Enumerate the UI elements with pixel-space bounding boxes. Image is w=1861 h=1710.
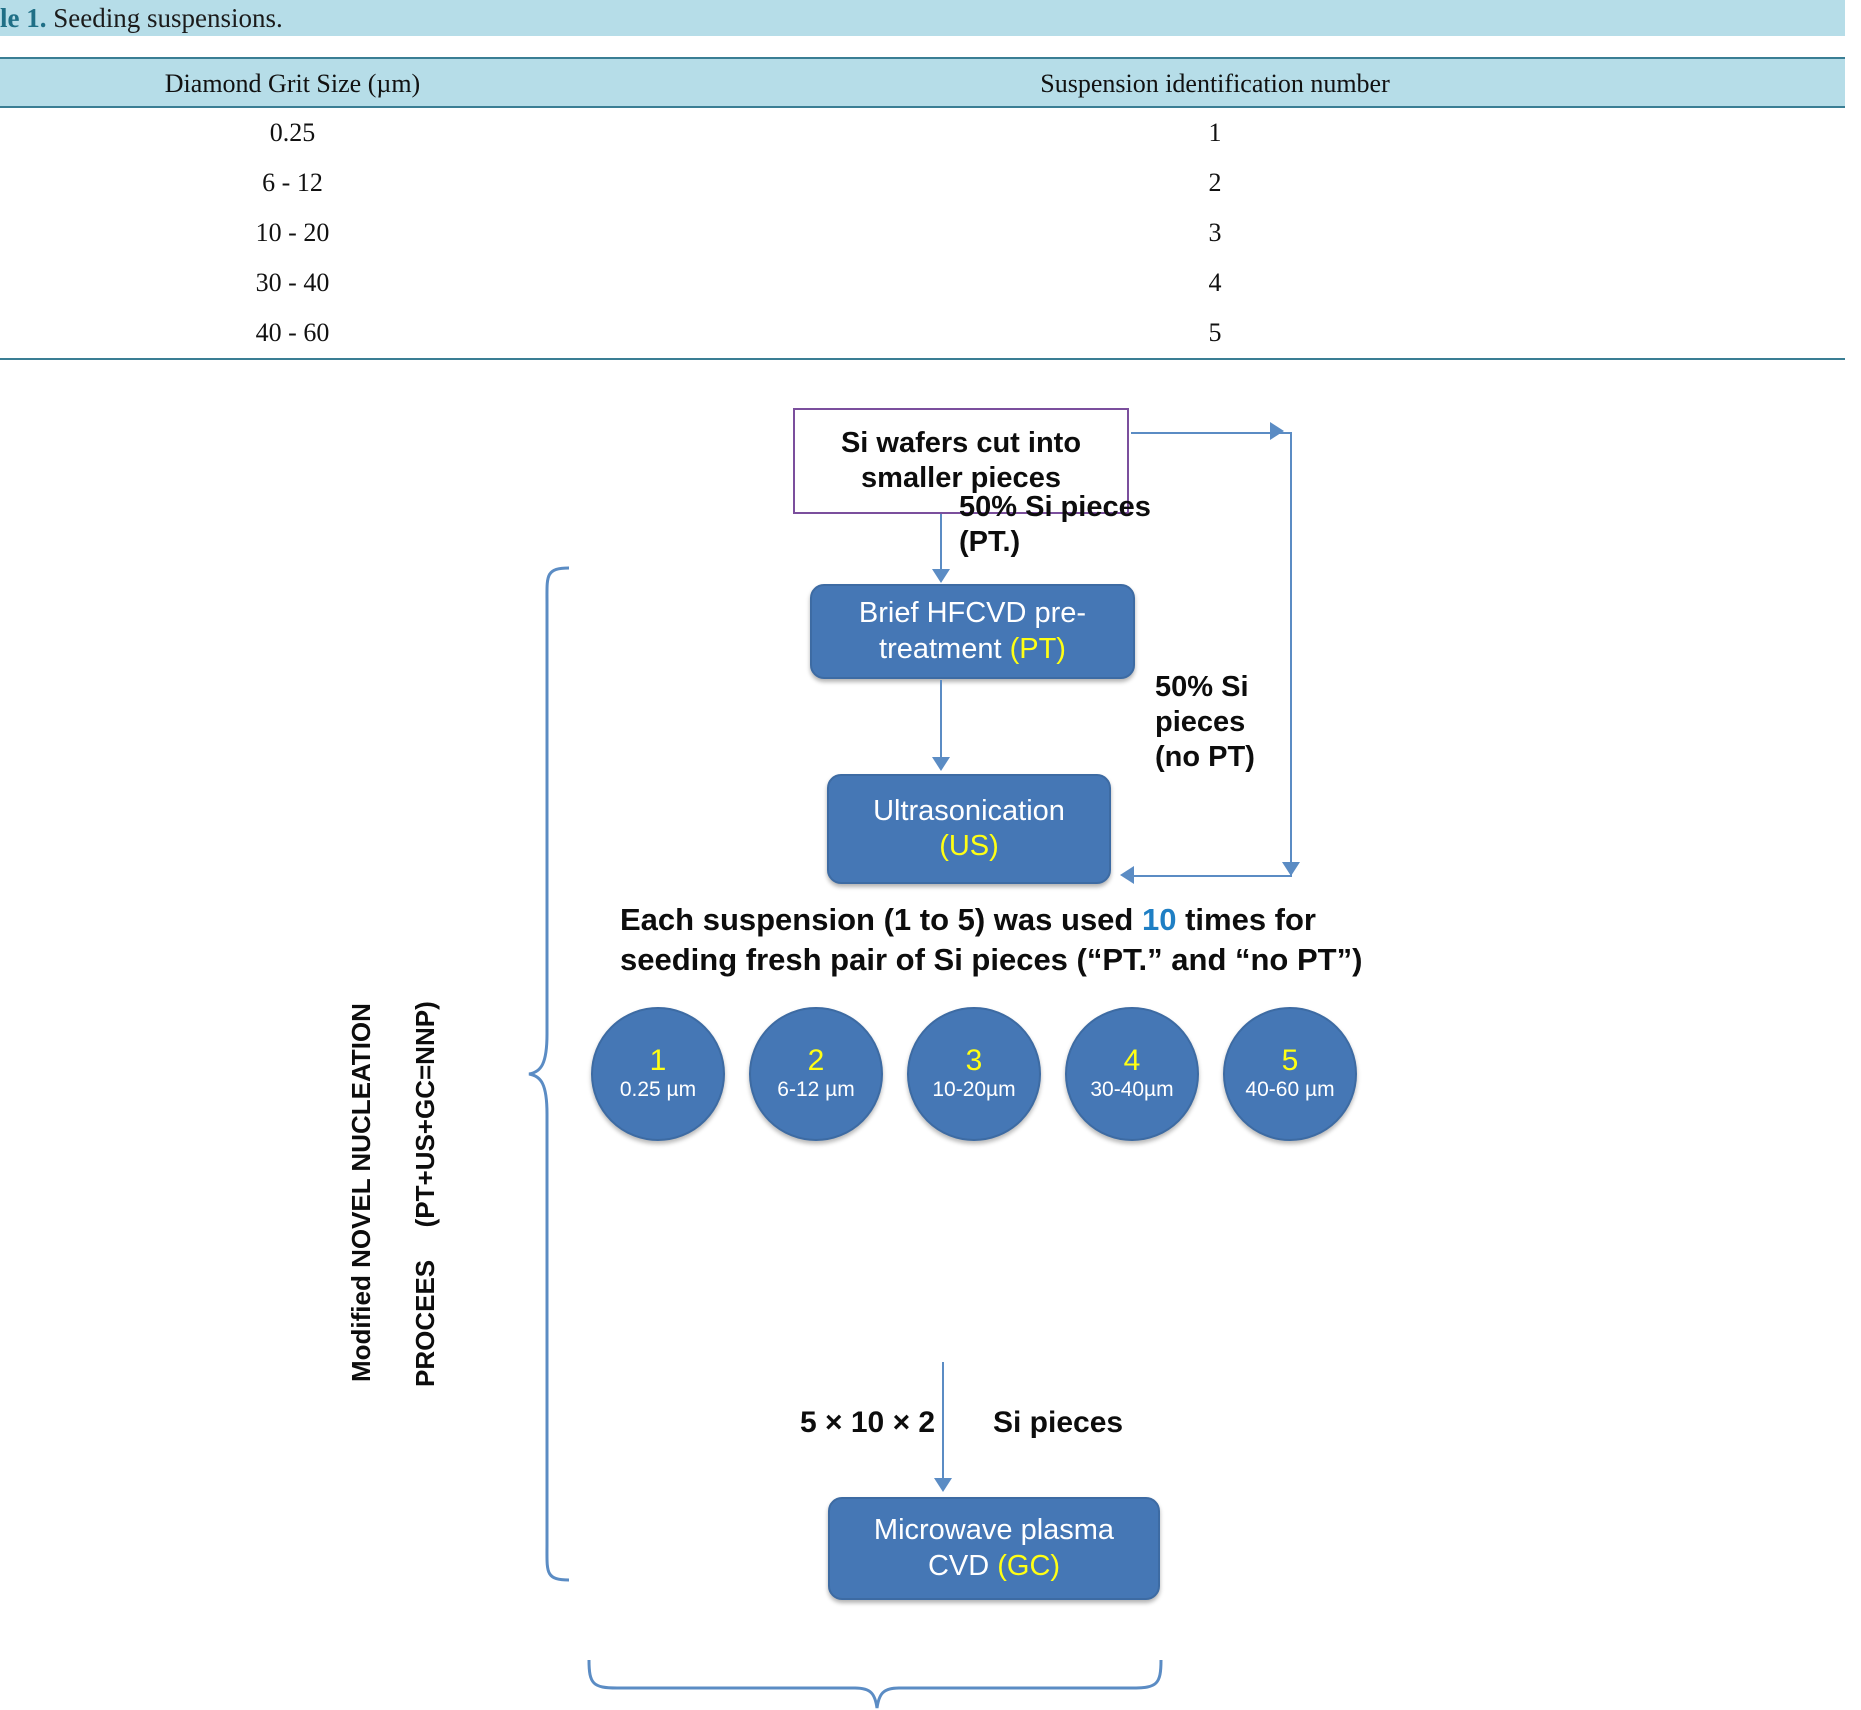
node-hfcvd-pretreatment-label: Brief HFCVD pre-treatment <box>858 597 1087 665</box>
suspension-circle-1-size: 0.25 µm <box>619 1078 697 1102</box>
edge-label-piece-count: 5 × 10 × 2 <box>800 1406 936 1439</box>
arrowhead-no-pt-top <box>1270 422 1284 440</box>
cell-grit-size: 40 - 60 <box>255 318 330 347</box>
arrowhead-to-mpcvd <box>934 1478 952 1492</box>
table-row: 6 - 12 2 <box>0 158 1845 208</box>
node-ultrasonication-label: Ultrasonication <box>873 794 1065 827</box>
suspension-circle-4-size: 30-40µm <box>1090 1078 1174 1102</box>
edge-no-pt-top-segment <box>1131 432 1291 434</box>
suspension-circle-5-size: 40-60 µm <box>1245 1078 1335 1102</box>
table-row: 10 - 20 3 <box>0 208 1845 258</box>
arrowhead-no-pt-into-ultra <box>1120 866 1134 884</box>
suspension-circle-4-number: 4 <box>1123 1044 1141 1078</box>
arrowhead-wafers-to-pretreat <box>932 569 950 583</box>
suspension-circle-4[interactable]: 4 30-40µm <box>1065 1007 1199 1141</box>
edge-wafers-to-pretreat <box>940 514 942 570</box>
nucleation-process-flowchart: Modified NOVEL NUCLEATION PROCEES (PT+US… <box>0 362 1861 1709</box>
seeding-suspensions-table: le 1. Seeding suspensions. Diamond Grit … <box>0 0 1861 362</box>
table-row: 30 - 40 4 <box>0 258 1845 308</box>
node-hfcvd-pretreatment[interactable]: Brief HFCVD pre-treatment (PT) <box>810 584 1135 679</box>
description-part1: Each suspension (1 to 5) was used <box>620 902 1142 937</box>
arrowhead-no-pt-bottom <box>1282 862 1300 876</box>
description-part2: times for seeding fresh pair of Si piece… <box>620 902 1363 978</box>
node-ultrasonication[interactable]: Ultrasonication (US) <box>827 774 1111 884</box>
cell-grit-size: 0.25 <box>269 118 316 147</box>
node-si-wafers-label: Si wafers cut into smaller pieces <box>840 426 1082 494</box>
suspension-circle-1-number: 1 <box>649 1044 667 1078</box>
node-microwave-plasma-cvd-tag: (GC) <box>997 1549 1061 1582</box>
table-row: 40 - 60 5 <box>0 308 1845 358</box>
suspension-circle-1[interactable]: 1 0.25 µm <box>591 1007 725 1141</box>
node-ultrasonication-tag: (US) <box>939 830 999 862</box>
node-si-wafers[interactable]: Si wafers cut into smaller pieces <box>793 408 1129 514</box>
suspension-usage-description: Each suspension (1 to 5) was used 10 tim… <box>620 900 1410 981</box>
suspension-circle-5-number: 5 <box>1281 1044 1299 1078</box>
column-header-suspension-id: Suspension identification number <box>1040 69 1390 98</box>
cell-suspension-id: 4 <box>1208 268 1222 297</box>
suspension-circle-3[interactable]: 3 10-20µm <box>907 1007 1041 1141</box>
suspension-circle-2[interactable]: 2 6-12 µm <box>749 1007 883 1141</box>
edge-no-pt-vertical <box>1290 432 1292 876</box>
suspension-circle-2-size: 6-12 µm <box>777 1078 855 1102</box>
side-label-process-name: Modified NOVEL NUCLEATION <box>346 1003 376 1382</box>
table-caption-title: Seeding suspensions. <box>46 3 283 33</box>
edge-label-si-pieces: Si pieces <box>993 1406 1124 1439</box>
suspension-circle-3-size: 10-20µm <box>932 1078 1016 1102</box>
table-caption: le 1. Seeding suspensions. <box>0 0 1845 36</box>
arrowhead-pretreat-to-ultra <box>932 757 950 771</box>
column-header-grit-size: Diamond Grit Size (µm) <box>164 69 421 98</box>
cell-suspension-id: 2 <box>1208 168 1222 197</box>
cell-suspension-id: 1 <box>1208 118 1222 147</box>
table-row: 0.25 1 <box>0 108 1845 158</box>
suspension-circle-2-number: 2 <box>807 1044 825 1078</box>
edge-label-pt-branch: 50% Si pieces (PT.) <box>959 491 1151 558</box>
node-microwave-plasma-cvd[interactable]: Microwave plasma CVD (GC) <box>828 1497 1160 1600</box>
description-highlight-count: 10 <box>1141 902 1177 937</box>
suspension-circle-3-number: 3 <box>965 1044 983 1078</box>
table-caption-label: le 1. <box>0 3 47 33</box>
suspension-circle-5[interactable]: 5 40-60 µm <box>1223 1007 1357 1141</box>
node-hfcvd-pretreatment-tag: (PT) <box>1009 632 1066 665</box>
cell-suspension-id: 5 <box>1208 318 1222 347</box>
edge-no-pt-bottom-segment <box>1128 875 1292 877</box>
table-caption-band <box>0 0 1845 36</box>
cell-grit-size: 10 - 20 <box>255 218 330 247</box>
table-header-band <box>0 57 1845 108</box>
side-label-process-abbrev: PROCEES (PT+US+GC=NNP) <box>410 1001 440 1387</box>
cell-grit-size: 6 - 12 <box>262 168 323 197</box>
cell-grit-size: 30 - 40 <box>255 268 330 297</box>
table-bottom-rule <box>0 358 1845 360</box>
edge-pretreat-to-ultra <box>940 680 942 758</box>
table-body: 0.25 1 6 - 12 2 10 - 20 3 30 - 40 4 40 -… <box>0 108 1845 358</box>
suspensions-gather-brace <box>587 1659 1163 1709</box>
edge-to-mpcvd <box>942 1362 944 1480</box>
edge-label-no-pt-branch: 50% Si pieces (no PT) <box>1155 671 1255 773</box>
node-microwave-plasma-cvd-label: Microwave plasma CVD <box>873 1514 1115 1582</box>
cell-suspension-id: 3 <box>1208 218 1222 247</box>
process-scope-brace <box>528 566 570 1582</box>
